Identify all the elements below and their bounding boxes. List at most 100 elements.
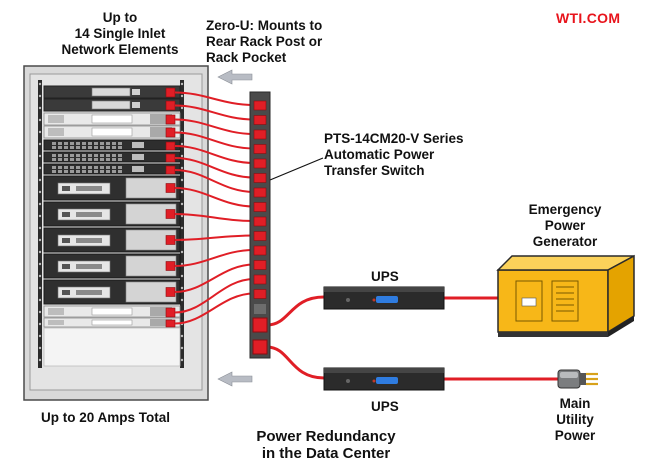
power-inlet bbox=[165, 127, 176, 138]
network-element bbox=[43, 98, 181, 112]
ups-bottom-label: UPS bbox=[371, 399, 399, 414]
rail-hole bbox=[38, 130, 42, 134]
arrow-left-icon bbox=[217, 371, 253, 387]
outlet bbox=[253, 245, 267, 256]
switch-model-label: PTS-14CM20-V Series Automatic Power Tran… bbox=[324, 131, 464, 178]
network-element bbox=[43, 85, 181, 99]
network-element bbox=[43, 253, 181, 279]
outlet bbox=[253, 187, 267, 198]
rail-hole bbox=[180, 154, 184, 158]
network-element bbox=[43, 125, 181, 139]
ups-status-led bbox=[376, 296, 398, 303]
power-inlet bbox=[165, 165, 176, 175]
transfer-switch-unit bbox=[249, 91, 271, 359]
rack-rail-left bbox=[38, 80, 42, 368]
outlet bbox=[253, 173, 267, 183]
switch-label-pointer bbox=[269, 157, 324, 181]
brand-logo: WTI.COM bbox=[556, 10, 621, 26]
ups-icon bbox=[323, 367, 445, 391]
rail-hole bbox=[180, 214, 184, 218]
ups-feed-b bbox=[266, 345, 325, 380]
outlet bbox=[253, 231, 267, 241]
rail-hole bbox=[38, 214, 42, 218]
ups-status-led bbox=[376, 377, 398, 384]
power-cord bbox=[174, 157, 255, 179]
power-inlet bbox=[165, 87, 176, 98]
utility-power-label: Main Utility Power bbox=[554, 396, 596, 443]
power-cord bbox=[174, 213, 255, 222]
rail-hole bbox=[38, 298, 42, 302]
rail-hole bbox=[180, 250, 184, 254]
power-inlet bbox=[165, 153, 176, 163]
power-inlet bbox=[165, 319, 176, 328]
power-inlet bbox=[165, 235, 176, 245]
rail-hole bbox=[180, 82, 184, 86]
rail-hole bbox=[180, 346, 184, 350]
generator-label: Emergency Power Generator bbox=[528, 202, 602, 249]
rail-hole bbox=[38, 118, 42, 122]
outlet bbox=[253, 202, 267, 212]
outlet bbox=[253, 115, 267, 125]
power-cord bbox=[174, 278, 255, 314]
rail-hole bbox=[38, 322, 42, 326]
power-cord bbox=[174, 234, 255, 241]
ups-feed-a bbox=[266, 295, 325, 327]
network-element bbox=[43, 112, 181, 126]
rail-hole bbox=[180, 274, 184, 278]
rail-hole bbox=[180, 190, 184, 194]
outlet bbox=[253, 289, 267, 299]
outlet bbox=[253, 129, 267, 140]
rail-hole bbox=[38, 346, 42, 350]
rail-hole bbox=[38, 262, 42, 266]
outlet bbox=[253, 260, 267, 270]
rail-hole bbox=[180, 286, 184, 290]
power-cord bbox=[174, 249, 255, 267]
network-element bbox=[43, 201, 181, 227]
arrow-left-icon bbox=[217, 69, 253, 85]
power-inlet bbox=[165, 183, 176, 193]
power-cord bbox=[174, 187, 255, 208]
rail-hole bbox=[38, 202, 42, 206]
arrows bbox=[217, 69, 253, 387]
network-element bbox=[43, 139, 181, 151]
power-inlet bbox=[165, 141, 176, 151]
rail-hole bbox=[180, 178, 184, 182]
ups-units bbox=[323, 286, 445, 391]
rail-hole bbox=[180, 142, 184, 146]
rack-rail-right bbox=[180, 80, 184, 368]
rail-hole bbox=[180, 334, 184, 338]
diagram-caption: Power Redundancy in the Data Center bbox=[256, 428, 396, 462]
rail-hole bbox=[38, 166, 42, 170]
rail-hole bbox=[180, 226, 184, 230]
rack-capacity-label: Up to 14 Single Inlet Network Elements bbox=[61, 10, 179, 57]
power-cord bbox=[174, 131, 255, 150]
power-inlet bbox=[165, 100, 176, 111]
power-cords bbox=[174, 91, 560, 381]
outlet bbox=[253, 216, 267, 227]
generator-icon bbox=[496, 254, 635, 337]
outlet bbox=[253, 100, 267, 111]
rail-hole bbox=[38, 358, 42, 362]
input-inlet-a bbox=[252, 317, 268, 333]
network-element bbox=[43, 175, 181, 201]
power-cord bbox=[174, 91, 255, 106]
rail-hole bbox=[38, 334, 42, 338]
network-element bbox=[43, 163, 181, 175]
outlet bbox=[253, 144, 267, 154]
rail-hole bbox=[180, 358, 184, 362]
power-cord bbox=[174, 169, 255, 193]
power-cord bbox=[174, 118, 255, 135]
rail-hole bbox=[38, 250, 42, 254]
network-element bbox=[43, 317, 181, 328]
rail-hole bbox=[38, 94, 42, 98]
power-cord bbox=[174, 104, 255, 121]
power-cord bbox=[174, 292, 255, 325]
power-inlet bbox=[165, 209, 176, 219]
empty-rack-space bbox=[43, 327, 181, 367]
rail-hole bbox=[180, 166, 184, 170]
rail-hole bbox=[38, 142, 42, 146]
power-cord bbox=[174, 263, 255, 293]
rail-hole bbox=[38, 178, 42, 182]
